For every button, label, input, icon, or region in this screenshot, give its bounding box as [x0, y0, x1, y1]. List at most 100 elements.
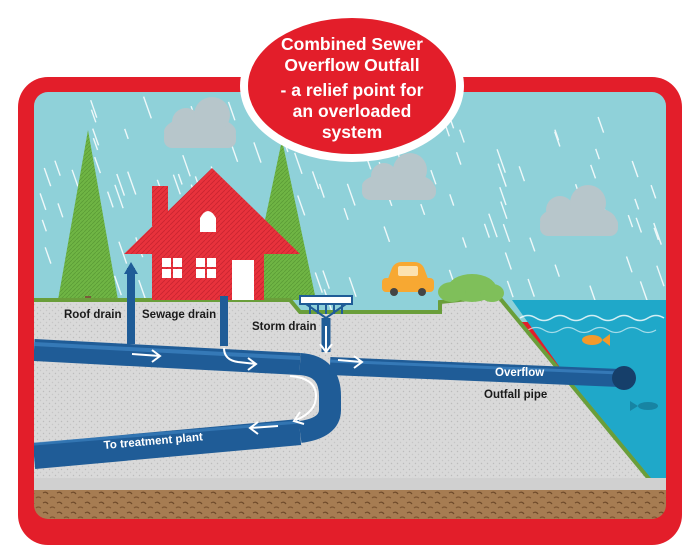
cloud-icon	[362, 153, 436, 200]
rain-streak	[529, 237, 536, 252]
rain-streak	[106, 191, 114, 208]
label-roof-drain: Roof drain	[64, 309, 122, 321]
label-outfall-pipe: Outfall pipe	[484, 389, 547, 401]
rain-streak	[383, 226, 391, 243]
flow-arrow-icon	[337, 355, 364, 369]
flow-arrow-icon	[131, 349, 162, 363]
rain-streak	[499, 186, 507, 206]
rain-streak	[635, 217, 643, 233]
rain-streak	[116, 173, 126, 196]
junction-elbow	[298, 353, 341, 443]
rain-streak	[500, 201, 508, 220]
rain-streak	[90, 109, 97, 123]
tree-right	[248, 140, 316, 300]
rain-streak	[177, 173, 183, 185]
rain-streak	[554, 129, 560, 141]
rain-streak	[527, 278, 535, 297]
rain-streak	[348, 277, 357, 298]
rain-streak	[90, 99, 98, 118]
rain-streak	[318, 183, 325, 198]
rain-streak	[656, 265, 665, 287]
rain-streak	[142, 96, 152, 119]
rain-streak	[182, 154, 191, 177]
rain-streak	[227, 101, 236, 121]
rain-streak	[346, 183, 356, 206]
cloud-icon	[540, 185, 618, 236]
flow-arrow-icon	[319, 326, 333, 354]
label-overflow: Overflow	[495, 367, 544, 379]
rain-streak	[92, 128, 100, 146]
outfall-pipe-highlight	[329, 359, 621, 375]
rain-streak	[625, 256, 633, 273]
title-line-3: - a relief point for	[281, 80, 424, 100]
rain-streak	[322, 270, 330, 289]
rain-streak	[590, 164, 597, 179]
treatment-pipe-highlight	[34, 420, 301, 446]
rain-streak	[127, 171, 137, 195]
flow-arrow-icon	[248, 421, 279, 435]
rain-streak	[420, 203, 426, 216]
rain-streak	[41, 219, 47, 232]
fish-icon	[582, 334, 610, 346]
treatment-plant-pipe	[34, 419, 302, 469]
rain-streak	[488, 213, 498, 238]
rain-streak	[124, 128, 129, 140]
roof-drain-arrow-icon	[124, 262, 138, 274]
title-line-4: an overloaded	[293, 101, 412, 121]
rain-streak	[294, 152, 303, 175]
title-badge: Combined Sewer Overflow Outfall - a reli…	[240, 10, 464, 162]
rain-streak	[44, 247, 52, 264]
label-storm-drain: Storm drain	[252, 321, 317, 333]
rain-streak	[497, 163, 507, 187]
rain-streak	[653, 222, 662, 245]
car-icon	[382, 262, 434, 296]
rain-streak	[653, 227, 660, 241]
rain-streak	[461, 237, 467, 248]
rain-streak	[554, 264, 560, 277]
rain-streak	[502, 223, 511, 243]
title-line-5: system	[322, 122, 382, 142]
water-waves	[527, 326, 657, 334]
rain-streak	[297, 195, 306, 216]
rain-streak	[114, 184, 124, 209]
rain-streak	[57, 203, 64, 218]
rain-streak	[627, 214, 634, 228]
rain-streak	[71, 169, 79, 187]
flow-arrow-icon	[289, 375, 318, 425]
rain-streak	[138, 279, 146, 299]
fish-icon	[630, 401, 658, 411]
cloud-icon	[164, 97, 236, 148]
water	[512, 300, 666, 480]
rain-streak	[595, 148, 600, 160]
soil-layer	[34, 488, 666, 519]
rain-streak	[554, 131, 561, 147]
rain-streak	[449, 194, 455, 206]
rain-streak	[118, 241, 128, 264]
rain-streak	[94, 156, 102, 174]
rain-streak	[597, 116, 605, 133]
rain-streak	[172, 174, 181, 195]
outfall-pipe	[329, 357, 621, 387]
bush	[438, 274, 504, 302]
title-line-2: Overflow Outfall	[284, 55, 419, 75]
rain-streak	[483, 223, 490, 238]
rain-streak	[54, 160, 61, 176]
rain-streak	[631, 160, 639, 178]
rain-streak	[504, 252, 512, 270]
rain-streak	[253, 142, 262, 163]
rain-streak	[314, 272, 323, 293]
water-waves	[519, 314, 665, 322]
house	[124, 168, 300, 300]
main-sewer-pipe-highlight	[34, 342, 301, 360]
rain-streak	[230, 144, 239, 163]
rain-streak	[311, 171, 320, 190]
rain-streak	[496, 149, 506, 173]
rain-streak	[506, 280, 514, 298]
rain-streak	[430, 169, 437, 185]
rain-streak	[343, 207, 349, 221]
title-line-1: Combined Sewer	[281, 34, 423, 54]
rain-streak	[113, 275, 122, 296]
rain-streak	[518, 166, 526, 182]
rain-streak	[650, 184, 657, 199]
